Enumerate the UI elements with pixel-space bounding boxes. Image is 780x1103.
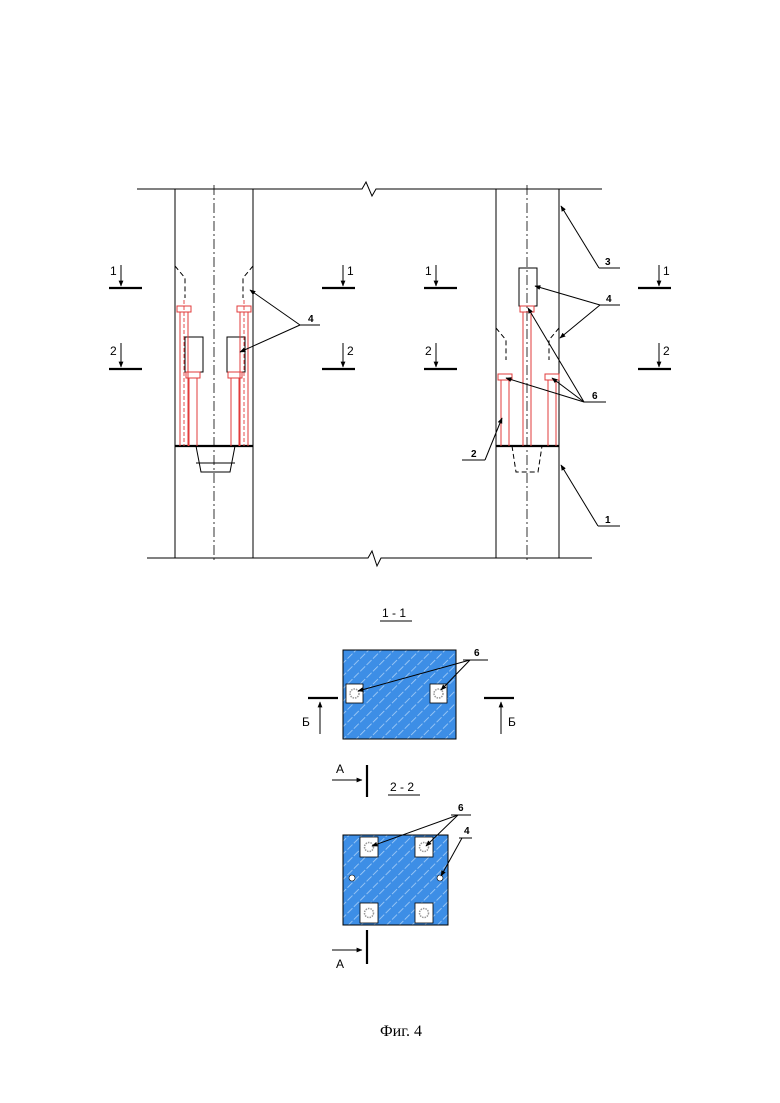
- section-1-1-title: 1 - 1: [382, 606, 406, 620]
- svg-text:6: 6: [458, 803, 464, 814]
- svg-text:6: 6: [592, 391, 598, 402]
- callout-3: 3: [561, 206, 620, 268]
- svg-text:1: 1: [425, 264, 432, 278]
- section-marks-2: 2 2 2 2: [109, 343, 671, 369]
- section-marks-1: 1 1 1 1: [109, 264, 671, 288]
- section-1-1: 1 - 1 6 Б Б: [302, 606, 516, 739]
- bolt-slot: [415, 903, 433, 923]
- svg-text:А: А: [336, 957, 344, 971]
- svg-text:4: 4: [308, 314, 314, 325]
- svg-text:А: А: [336, 762, 344, 776]
- svg-text:2: 2: [471, 449, 477, 460]
- left-column: [175, 185, 253, 562]
- callout-4-left: 4: [240, 290, 320, 352]
- svg-text:2: 2: [110, 344, 117, 358]
- figure-caption: Фиг. 4: [380, 1023, 422, 1040]
- callout-1: 1: [561, 465, 620, 526]
- bolt-slot: [346, 684, 363, 703]
- svg-text:2: 2: [663, 344, 670, 358]
- svg-text:Б: Б: [508, 715, 516, 729]
- svg-text:4: 4: [606, 294, 612, 305]
- section-2-2: 2 - 2 6 4 А А: [332, 762, 472, 971]
- callout-4-right: 4: [535, 286, 620, 338]
- svg-text:3: 3: [605, 257, 611, 268]
- svg-text:1: 1: [663, 264, 670, 278]
- svg-text:Б: Б: [302, 715, 310, 729]
- svg-text:2: 2: [425, 344, 432, 358]
- bolt-slot: [415, 837, 433, 857]
- svg-text:6: 6: [474, 648, 480, 659]
- right-column: [496, 185, 559, 562]
- rod-hole: [437, 875, 443, 881]
- rod-hole: [349, 875, 355, 881]
- bolt-slot: [360, 837, 378, 857]
- svg-text:2: 2: [347, 344, 354, 358]
- bolt-slot: [360, 903, 378, 923]
- svg-text:1: 1: [110, 264, 117, 278]
- svg-text:4: 4: [464, 826, 470, 837]
- svg-text:1: 1: [347, 264, 354, 278]
- right-bolts: [498, 306, 559, 446]
- top-break-line: [137, 182, 602, 196]
- elevation-view: 1 1 1 1 2 2 2 2: [109, 182, 671, 566]
- section-2-2-title: 2 - 2: [390, 780, 414, 794]
- svg-text:1: 1: [605, 515, 611, 526]
